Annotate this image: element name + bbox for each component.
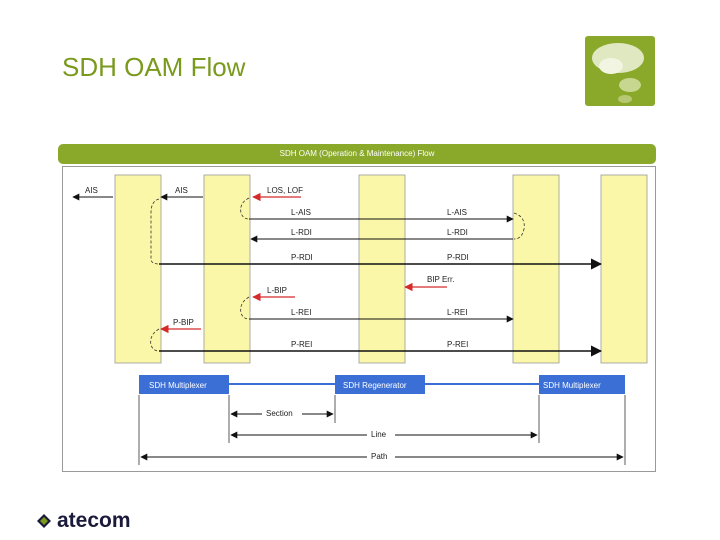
loop-ais-left: [150, 198, 160, 265]
node-middle-label: SDH Regenerator: [343, 381, 407, 390]
brand-name: atecom: [57, 509, 131, 532]
oam-flow-diagram: AIS AIS LOS, LOF L-AIS L-AIS L-RDI L-RDI…: [62, 166, 656, 472]
label-l-ais-1: L-AIS: [291, 208, 311, 217]
label-ais-mid: AIS: [175, 186, 188, 195]
loop-l-ais-left: [240, 197, 250, 220]
label-l-ais-2: L-AIS: [447, 208, 467, 217]
label-p-bip: P-BIP: [173, 318, 194, 327]
speech-bubble-icon: [592, 43, 644, 103]
column-4: [512, 174, 560, 364]
column-5: [600, 174, 648, 364]
span-path-label: Path: [371, 452, 387, 461]
speech-bubble-logo: [585, 36, 655, 106]
oam-flow-svg: AIS AIS LOS, LOF L-AIS L-AIS L-RDI L-RDI…: [72, 174, 648, 465]
node-left-label: SDH Multiplexer: [149, 381, 207, 390]
node-middle-box: [335, 375, 425, 394]
label-bip-err: BIP Err.: [427, 275, 454, 284]
slide-title: SDH OAM Flow: [62, 52, 246, 82]
label-l-bip: L-BIP: [267, 286, 287, 295]
node-right-box: [539, 375, 625, 394]
label-p-rdi-1: P-RDI: [291, 253, 313, 262]
label-p-rei-2: P-REI: [447, 340, 468, 349]
label-l-rdi-2: L-RDI: [447, 228, 468, 237]
span-section-label: Section: [266, 409, 293, 418]
node-left-box: [139, 375, 229, 394]
loop-l-ais-right: [513, 212, 525, 240]
label-l-rdi-1: L-RDI: [291, 228, 312, 237]
span-line-label: Line: [371, 430, 387, 439]
label-l-rei-1: L-REI: [291, 308, 311, 317]
loop-l-bip: [240, 296, 250, 320]
diamond-icon: [37, 514, 51, 528]
label-p-rdi-2: P-RDI: [447, 253, 469, 262]
node-right-label: SDH Multiplexer: [543, 381, 601, 390]
label-ais-left: AIS: [85, 186, 98, 195]
column-2: [203, 174, 251, 364]
column-1: [114, 174, 162, 364]
loop-p-bip: [150, 328, 160, 352]
column-3: [358, 174, 406, 364]
brand-logo: atecom: [36, 508, 131, 534]
diagram-banner: SDH OAM (Operation & Maintenance) Flow: [58, 144, 656, 164]
label-p-rei-1: P-REI: [291, 340, 312, 349]
label-l-rei-2: L-REI: [447, 308, 467, 317]
label-los-lof: LOS, LOF: [267, 186, 303, 195]
